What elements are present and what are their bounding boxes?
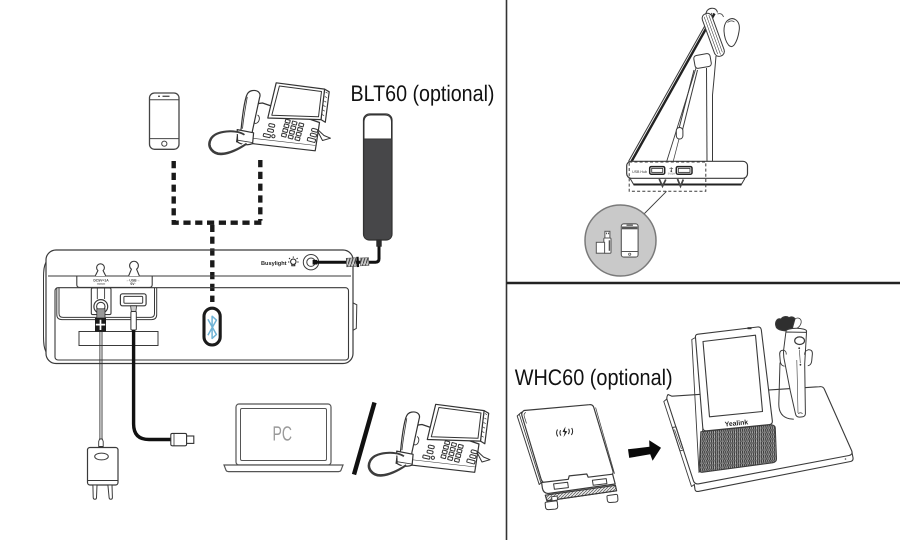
svg-text:⎓⎓⎓: ⎓⎓⎓ bbox=[97, 282, 105, 286]
svg-text:5V/2A: 5V/2A bbox=[668, 172, 675, 175]
svg-text:←USB→: ←USB→ bbox=[126, 278, 140, 282]
svg-text:PC: PC bbox=[273, 422, 293, 445]
svg-text:Busylight: Busylight bbox=[261, 260, 287, 267]
svg-text:USB Hub: USB Hub bbox=[632, 170, 647, 174]
svg-text:WHC60 (optional): WHC60 (optional) bbox=[515, 365, 673, 390]
svg-text:DC5V=1A: DC5V=1A bbox=[93, 279, 109, 283]
svg-text:BLT60 (optional): BLT60 (optional) bbox=[351, 81, 495, 106]
svg-text:5V⋅: 5V⋅ bbox=[130, 282, 135, 286]
svg-text:Yealink: Yealink bbox=[725, 419, 749, 428]
